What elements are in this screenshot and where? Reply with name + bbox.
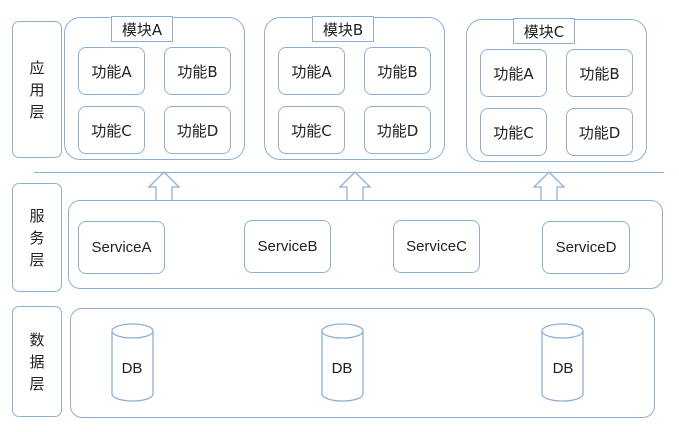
database-cylinder-icon — [541, 323, 584, 402]
module-c: 模块C 功能A 功能B 功能C 功能D — [466, 18, 647, 162]
module-c-title: 模块C — [513, 18, 575, 44]
layer-separator-line — [34, 172, 664, 173]
app-layer-char-2: 用 — [29, 80, 45, 99]
arrow-up-icon — [147, 171, 181, 202]
module-a-function-d: 功能D — [164, 106, 231, 154]
service-layer-char-1: 服 — [29, 206, 45, 225]
module-a-function-a: 功能A — [78, 47, 145, 95]
data-layer-char-3: 层 — [29, 374, 45, 393]
service-layer-char-3: 层 — [29, 250, 45, 269]
database-3-label: DB — [552, 360, 574, 377]
database-cylinder-icon — [111, 323, 154, 402]
service-layer-label: 服 务 层 — [12, 183, 62, 292]
database-1-label: DB — [121, 360, 143, 377]
service-c-box: ServiceC — [393, 220, 480, 273]
data-layer-char-1: 数 — [29, 330, 45, 349]
app-layer-char-1: 应 — [29, 58, 45, 77]
module-b: 模块B 功能A 功能B 功能C 功能D — [264, 16, 445, 160]
module-b-function-b: 功能B — [364, 47, 431, 95]
module-a-function-c: 功能C — [78, 106, 145, 154]
app-layer-label: 应 用 层 — [12, 21, 62, 158]
app-layer-char-3: 层 — [29, 102, 45, 121]
arrow-up-icon — [532, 171, 566, 202]
service-a-box: ServiceA — [78, 221, 165, 274]
module-c-function-b: 功能B — [566, 49, 633, 97]
module-a-function-b: 功能B — [164, 47, 231, 95]
data-layer-label: 数 据 层 — [12, 306, 62, 417]
service-layer-char-2: 务 — [29, 228, 45, 247]
module-a: 模块A 功能A 功能B 功能C 功能D — [64, 16, 245, 160]
module-c-function-a: 功能A — [480, 49, 547, 97]
module-b-function-d: 功能D — [364, 106, 431, 154]
database-2-label: DB — [331, 360, 353, 377]
module-c-function-d: 功能D — [566, 108, 633, 156]
module-a-title: 模块A — [111, 16, 173, 42]
module-c-function-c: 功能C — [480, 108, 547, 156]
module-b-function-c: 功能C — [278, 106, 345, 154]
database-cylinder-icon — [321, 323, 364, 402]
module-b-function-a: 功能A — [278, 47, 345, 95]
service-d-box: ServiceD — [542, 221, 630, 274]
service-b-box: ServiceB — [244, 220, 331, 273]
module-b-title: 模块B — [312, 16, 374, 42]
arrow-up-icon — [338, 171, 372, 202]
data-layer-char-2: 据 — [29, 352, 45, 371]
